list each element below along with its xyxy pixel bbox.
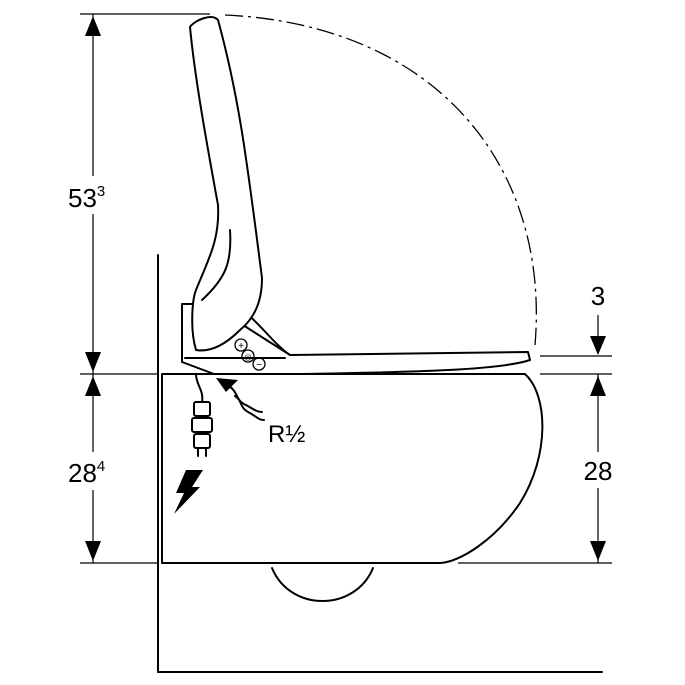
bowl-height-value: 28 — [584, 456, 613, 486]
toilet-bowl — [161, 373, 544, 602]
dimension-lower-height — [58, 374, 126, 563]
seat-unit — [181, 303, 531, 375]
control-panel: + ◎ − — [234, 338, 266, 371]
plus-button-label: + — [238, 341, 244, 352]
lower-height-sup: 4 — [97, 458, 105, 475]
lightning-bolt-icon — [174, 470, 203, 514]
svg-text:533: 533 — [68, 183, 105, 213]
electric-plug — [191, 373, 213, 457]
wall-outline — [157, 254, 603, 673]
total-height-sup: 3 — [97, 183, 105, 200]
plus-button[interactable] — [234, 338, 248, 352]
mode-button-label: ◎ — [245, 353, 252, 362]
lid-swing-arc — [224, 14, 537, 346]
seat-lid — [189, 16, 263, 352]
dimension-seat-gap — [590, 315, 606, 380]
lower-height-value: 28 — [68, 458, 97, 488]
dimension-total-height — [58, 14, 126, 374]
total-height-value: 53 — [68, 183, 97, 213]
mode-button[interactable] — [241, 349, 255, 363]
water-connection-label: R½ — [268, 421, 305, 448]
minus-button[interactable] — [252, 357, 266, 371]
svg-text:284: 284 — [68, 458, 105, 488]
water-supply-arrow — [216, 378, 265, 421]
minus-button-label: − — [256, 360, 262, 371]
seat-gap-value: 3 — [591, 281, 605, 311]
lid-edge-line — [201, 229, 232, 301]
dimension-bowl-height — [578, 374, 622, 563]
